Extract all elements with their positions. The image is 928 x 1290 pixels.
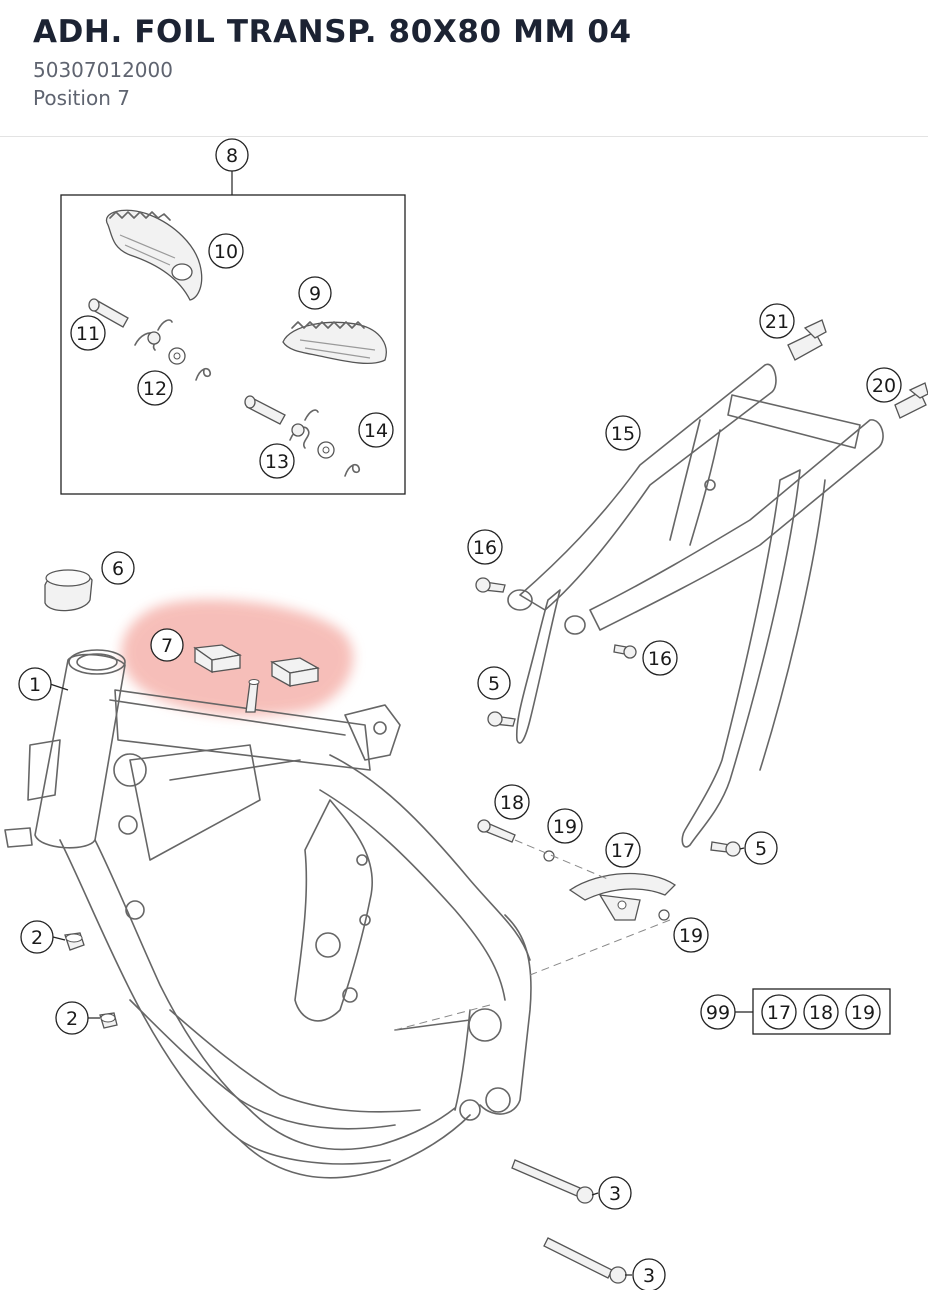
part-title: ADH. FOIL TRANSP. 80X80 MM 04 (33, 14, 632, 50)
footpeg-right (282, 321, 387, 365)
kit-callout-18[interactable]: 18 (803, 994, 839, 1030)
kit-callout-17[interactable]: 17 (761, 994, 797, 1030)
svg-text:14: 14 (364, 420, 388, 442)
svg-text:18: 18 (500, 792, 524, 814)
svg-text:5: 5 (488, 673, 500, 695)
callout-16[interactable]: 16 (467, 529, 503, 565)
callout-11[interactable]: 11 (70, 315, 106, 351)
callout-2[interactable]: 2 (55, 1001, 89, 1035)
svg-text:2: 2 (31, 927, 43, 949)
svg-text:10: 10 (214, 241, 238, 263)
callout-9[interactable]: 9 (298, 276, 332, 310)
svg-text:19: 19 (679, 925, 703, 947)
svg-text:16: 16 (648, 648, 672, 670)
svg-text:17: 17 (611, 840, 635, 862)
callout-1[interactable]: 1 (18, 667, 52, 701)
svg-text:12: 12 (143, 378, 167, 400)
callout-5[interactable]: 5 (477, 666, 511, 700)
svg-text:20: 20 (872, 375, 896, 397)
svg-text:1: 1 (29, 674, 41, 696)
callout-19[interactable]: 19 (547, 808, 583, 844)
svg-text:6: 6 (112, 558, 124, 580)
callout-19[interactable]: 19 (673, 917, 709, 953)
svg-text:18: 18 (809, 1002, 833, 1024)
svg-text:13: 13 (265, 451, 289, 473)
callout-18[interactable]: 18 (494, 784, 530, 820)
part-3-bolts (511, 1159, 627, 1284)
svg-text:5: 5 (755, 838, 767, 860)
part-7-adhesive-foils (193, 644, 320, 713)
svg-text:99: 99 (706, 1002, 730, 1024)
svg-text:7: 7 (161, 635, 173, 657)
svg-text:3: 3 (643, 1265, 655, 1287)
svg-text:19: 19 (851, 1002, 875, 1024)
svg-text:2: 2 (66, 1008, 78, 1030)
svg-text:15: 15 (611, 423, 635, 445)
svg-text:16: 16 (473, 537, 497, 559)
callout-20[interactable]: 20 (866, 367, 902, 403)
footpeg-hardware (88, 298, 361, 477)
svg-text:8: 8 (226, 145, 238, 167)
footpeg-kit-box (60, 170, 406, 495)
callout-3[interactable]: 3 (598, 1176, 632, 1210)
kit-99-box (734, 988, 891, 1035)
callout-99[interactable]: 99 (700, 994, 736, 1030)
svg-text:3: 3 (609, 1183, 621, 1205)
callout-3[interactable]: 3 (632, 1258, 666, 1290)
main-frame (4, 649, 532, 1179)
callout-12[interactable]: 12 (137, 370, 173, 406)
part-20-21-caps (787, 319, 928, 419)
svg-text:9: 9 (309, 283, 321, 305)
callout-2[interactable]: 2 (20, 920, 54, 954)
callout-21[interactable]: 21 (759, 303, 795, 339)
callout-14[interactable]: 14 (358, 412, 394, 448)
chain-guide-assembly (394, 819, 677, 1031)
callout-13[interactable]: 13 (259, 443, 295, 479)
callout-6[interactable]: 6 (101, 551, 135, 585)
callout-17[interactable]: 17 (605, 832, 641, 868)
svg-text:11: 11 (76, 323, 100, 345)
callout-7[interactable]: 7 (150, 628, 184, 662)
rear-subframe (507, 363, 884, 848)
svg-text:19: 19 (553, 816, 577, 838)
kit-callout-19[interactable]: 19 (845, 994, 881, 1030)
part-2-nuts (64, 932, 118, 1029)
callout-8[interactable]: 8 (215, 138, 249, 172)
part-6-grommet (44, 569, 93, 612)
page-header: ADH. FOIL TRANSP. 80X80 MM 04 5030701200… (0, 0, 928, 137)
svg-text:17: 17 (767, 1002, 791, 1024)
exploded-parts-diagram: 1 2 2 3 3 5 5 6 7 8 9 10 11 12 13 14 15 … (4, 138, 928, 1290)
callout-5[interactable]: 5 (744, 831, 778, 865)
callout-15[interactable]: 15 (605, 415, 641, 451)
position-label: Position 7 (33, 86, 130, 110)
footpeg-left (105, 209, 203, 301)
leader-lines (49, 683, 745, 1276)
callout-16[interactable]: 16 (642, 640, 678, 676)
part-16-5-bolts (475, 577, 741, 857)
callout-10[interactable]: 10 (208, 233, 244, 269)
part-number: 50307012000 (33, 58, 173, 82)
svg-text:21: 21 (765, 311, 789, 333)
